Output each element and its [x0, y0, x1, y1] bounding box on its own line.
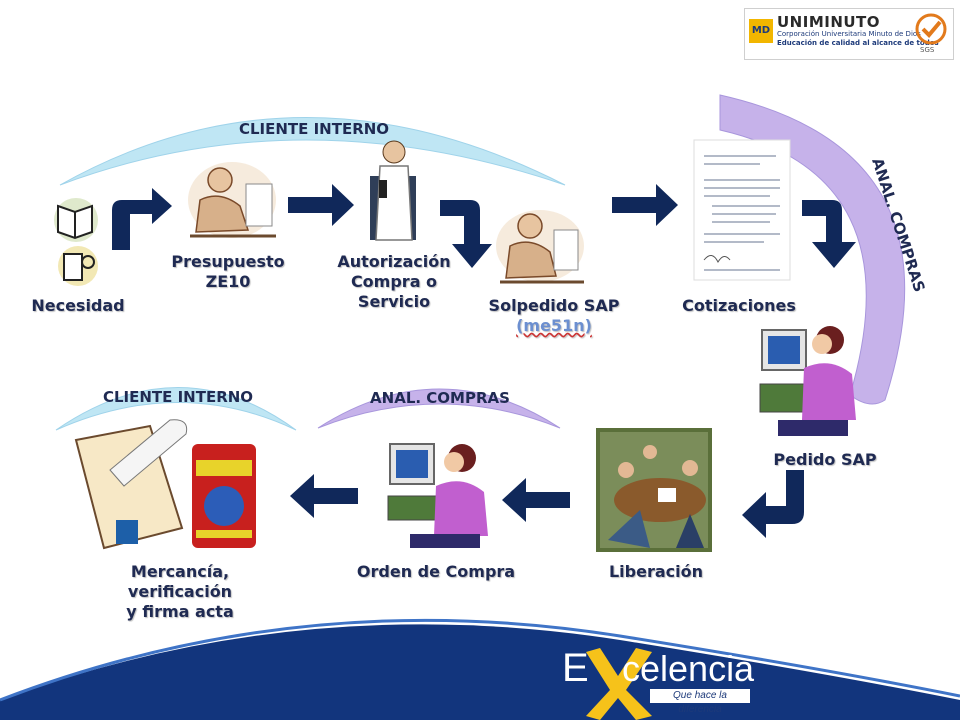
excelencia-tagline: Que hace la diferencia [650, 689, 750, 715]
cotizaciones-illustration [693, 139, 791, 281]
arrow-pedido-liberacion [742, 470, 804, 538]
step-necesidad: Necesidad [31, 296, 125, 315]
step-solpedido-code: (me51n) [516, 316, 592, 335]
step-cotizaciones: Cotizaciones [682, 296, 796, 315]
excelencia-brand-e: E [562, 646, 589, 690]
step-autorizacion-line1: Autorización [337, 252, 451, 271]
necesidad-illustration [54, 198, 98, 286]
step-liberacion: Liberación [608, 562, 704, 581]
bottom-compras-arc [317, 388, 561, 429]
presupuesto-illustration [188, 162, 276, 238]
arrow-orden-mercancia [290, 474, 358, 518]
step-autorizacion: Autorización Compra o Servicio [316, 252, 472, 312]
arrow-liberacion-orden [502, 478, 570, 522]
step-autorizacion-line2: Compra o Servicio [350, 272, 438, 311]
arrow-necesidad-presupuesto [112, 188, 172, 250]
arc-label-top: CLIENTE INTERNO [239, 120, 389, 138]
liberacion-illustration [596, 428, 712, 552]
arrow-solpedido-cotizaciones [612, 184, 678, 226]
step-solpedido-label: Solpedido SAP [488, 296, 620, 315]
step-mercancia: Mercancía, verificación y firma acta [80, 562, 280, 622]
step-pedido: Pedido SAP [773, 450, 877, 469]
mercancia-illustration [74, 419, 256, 550]
footer-wave-highlight [0, 618, 960, 702]
sgs-label: SGS [920, 46, 935, 54]
step-mercancia-line2: y firma acta [126, 602, 234, 621]
autorizacion-illustration [370, 140, 416, 241]
step-solpedido: Solpedido SAP (me51n) [486, 296, 622, 336]
excelencia-x-mark [586, 648, 652, 720]
institution-subtitle: Corporación Universitaria Minuto de Dios [777, 30, 921, 38]
step-orden: Orden de Compra [356, 562, 516, 581]
arrow-autorizacion-solpedido [440, 200, 492, 268]
right-compras-arc [719, 94, 906, 405]
step-presupuesto: Presupuesto ZE10 [170, 252, 286, 292]
arc-label-bottom-middle: ANAL. COMPRAS [370, 389, 510, 407]
institution-tagline: Educación de calidad al alcance de todos [777, 39, 939, 47]
top-cliente-arc [59, 117, 566, 186]
uniminuto-logo: MD UNIMINUTO Corporación Universitaria M… [744, 8, 954, 60]
bottom-cliente-arc [55, 387, 297, 431]
md-logo-mark: MD [749, 19, 773, 43]
pedido-illustration [759, 326, 856, 436]
arrow-presupuesto-autorizacion [288, 184, 354, 226]
step-mercancia-line1: Mercancía, verificación [127, 562, 233, 601]
footer-wave [0, 624, 960, 720]
arc-label-bottom-left: CLIENTE INTERNO [103, 388, 253, 406]
sgs-certification-icon [915, 13, 947, 45]
step-presupuesto-line1: Presupuesto [171, 252, 285, 271]
solpedido-illustration [496, 210, 584, 284]
institution-name: UNIMINUTO [777, 13, 881, 31]
arrow-cotizaciones-pedido [802, 200, 856, 268]
orden-illustration [387, 443, 488, 548]
excelencia-brand-name: celencia [622, 648, 755, 689]
flow-arrows [112, 184, 856, 538]
step-presupuesto-line2: ZE10 [205, 272, 251, 291]
